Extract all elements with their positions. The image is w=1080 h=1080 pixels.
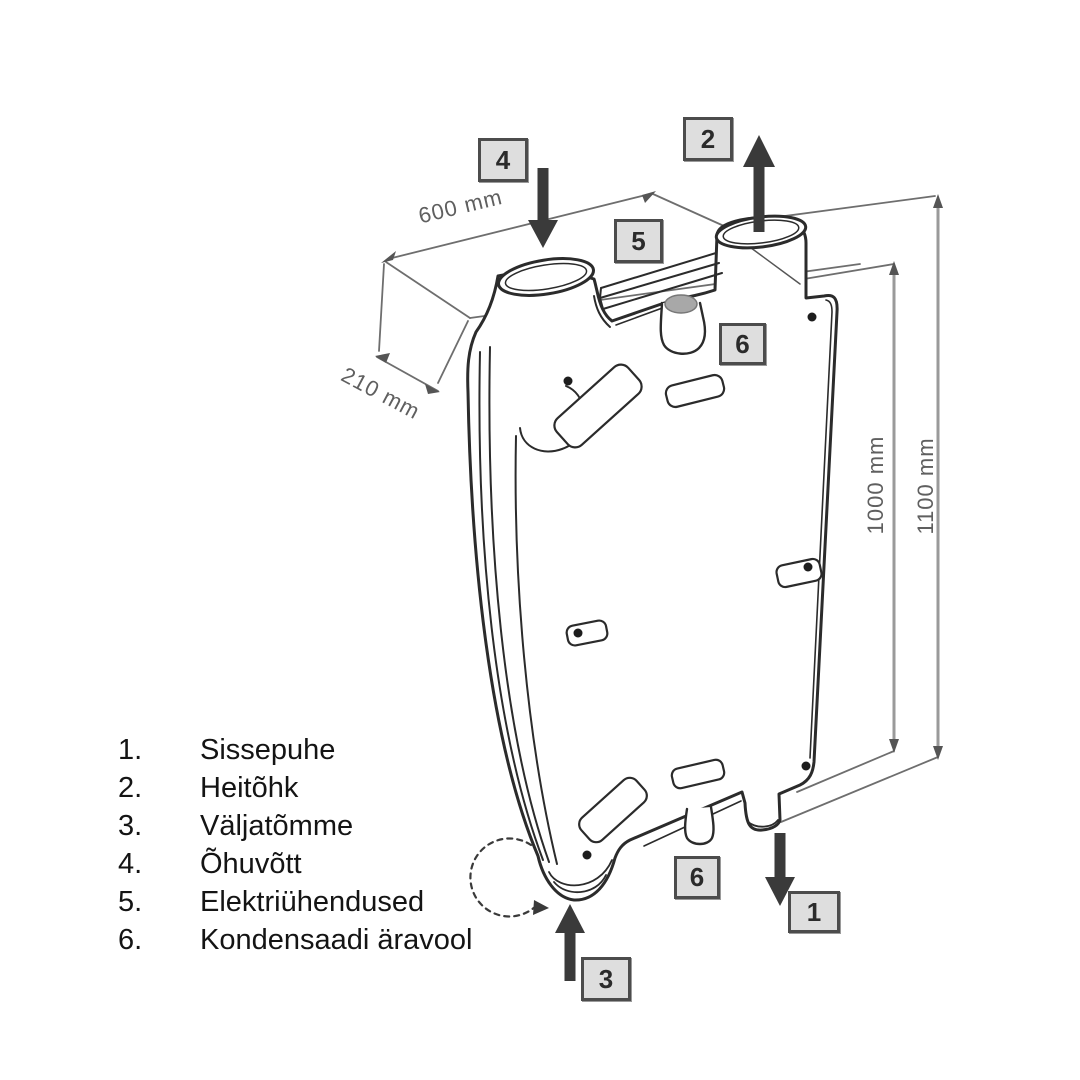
intake-arrow-down [528,168,558,248]
callout-exhaust: 2 [683,117,733,161]
exhaust-arrow-up [743,135,775,232]
extract-port-mouth [548,859,613,894]
screw-dots [563,312,817,860]
callout-intake-number: 4 [495,144,511,175]
legend-number: 2. [118,771,143,804]
legend-label: Õhuvõtt [200,847,302,880]
legend-label: Heitõhk [200,771,299,804]
extract-arrow-up [555,904,585,981]
callout-condensate-top: 6 [719,323,766,365]
callout-supply: 1 [788,891,840,933]
electrical-channel [599,252,723,310]
callout-condensate-bottom: 6 [674,856,720,899]
supply-port-mouth [747,819,779,828]
dimension-arrowheads [375,191,943,760]
legend-number: 5. [118,885,143,918]
callout-condensate-top-number: 6 [735,328,750,359]
legend-item-electrical: 5. Elektriühendused [118,883,472,921]
rotation-arc-arrowhead [533,900,549,915]
callout-electrical-number: 5 [631,225,646,256]
legend-number: 3. [118,809,143,842]
callout-extract: 3 [581,957,631,1001]
legend-number: 6. [118,923,143,956]
condensate-drain-top [659,294,707,355]
airflow-arrows [528,135,795,981]
height-dimension-lines [892,200,940,754]
callout-extract-number: 3 [598,963,614,994]
legend-number: 1. [118,733,143,766]
legend: 1. Sissepuhe 2. Heitõhk 3. Väljatõmme 4.… [118,731,472,959]
callout-condensate-bottom-number: 6 [689,862,705,892]
unit-silhouette [466,216,839,902]
legend-item-supply: 1. Sissepuhe [118,731,472,769]
inner-height-dimension-label: 1000 mm [863,435,888,535]
outer-height-dimension-label: 1100 mm [913,437,938,535]
legend-item-exhaust: 2. Heitõhk [118,769,472,807]
callout-intake: 4 [478,138,528,182]
rotation-arc [469,837,549,918]
condensate-drain-bottom [683,805,715,846]
legend-number: 4. [118,847,143,880]
side-panel-contours [478,295,611,865]
legend-label: Elektriühendused [200,885,425,918]
mounting-slots [553,363,823,844]
unit-body [466,214,839,902]
supply-arrow-down [765,833,795,906]
legend-item-extract: 3. Väljatõmme [118,807,472,845]
legend-item-condensate: 6. Kondensaadi äravool [118,921,472,959]
legend-label: Väljatõmme [200,809,354,842]
callout-electrical: 5 [614,219,663,263]
callout-exhaust-number: 2 [700,123,716,154]
legend-label: Kondensaadi äravool [200,923,473,956]
legend-item-intake: 4. Õhuvõtt [118,845,472,883]
callout-supply-number: 1 [806,896,822,927]
legend-label: Sissepuhe [200,733,336,766]
intake-port-rim [497,257,595,297]
